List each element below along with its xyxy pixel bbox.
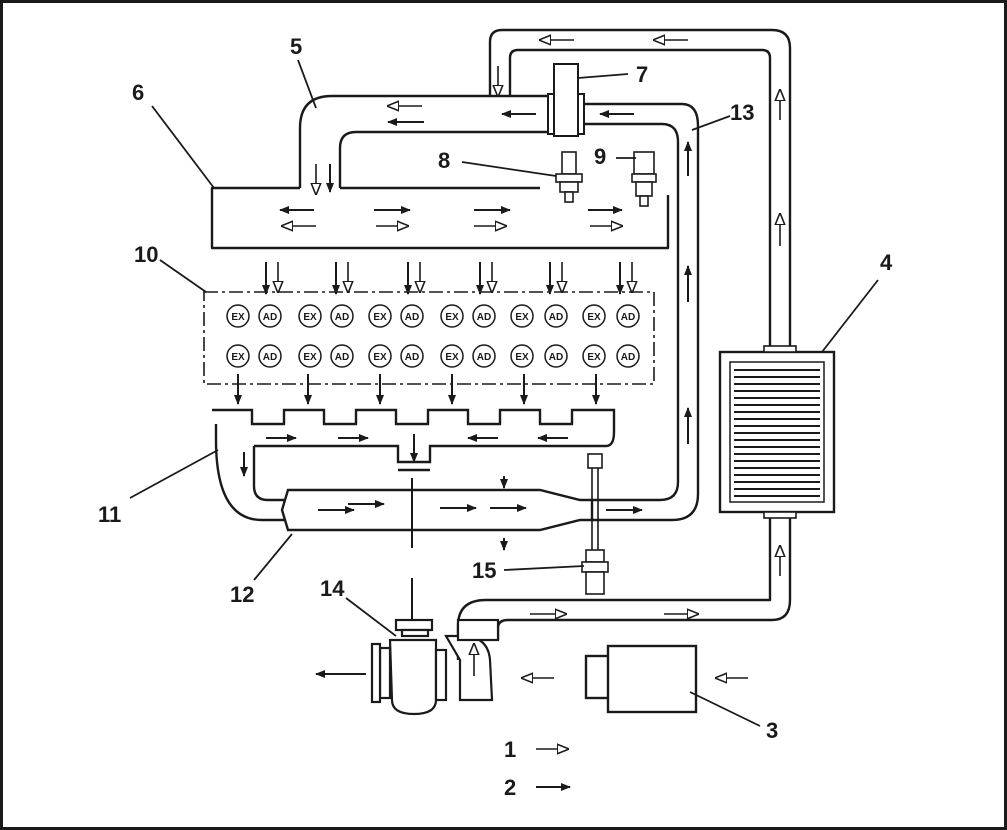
valve-label-ex: EX [515,312,529,323]
charge-air-cooler [718,345,836,519]
valve-label-ex: EX [231,352,245,363]
upper-duct-outer [298,28,792,348]
callout-3: 3 [766,718,778,743]
valve-label-ex: EX [515,352,529,363]
valve-label-ad: AD [549,312,563,323]
valves: EX AD EX AD EX AD EX AD EX AD EX AD EX A… [226,304,640,368]
callout-11: 11 [98,502,121,527]
valve-label-ex: EX [373,352,387,363]
egr-loop-outer [214,439,288,522]
callouts: 1 2 3 4 5 6 7 8 9 10 11 12 13 14 15 [98,34,893,800]
egr-valve [547,63,585,137]
callout-8: 8 [438,148,450,173]
callout-13: 13 [730,100,754,125]
callout-15: 15 [472,558,496,583]
intake-manifold [210,186,670,250]
valve-label-ad: AD [477,352,491,363]
valve-label-ex: EX [445,352,459,363]
turbocharger [370,618,500,716]
sensor-9 [631,151,657,207]
valve-label-ex: EX [373,312,387,323]
exhaust-arrows [234,110,692,678]
callout-10: 10 [134,242,158,267]
leader-lines [129,59,879,727]
duct-13-inner [584,122,680,502]
sensor-15 [581,453,609,595]
fresh-air-arrows [278,40,780,678]
valve-label-ad: AD [549,352,563,363]
valve-label-ad: AD [335,352,349,363]
upper-duct-inner-b [508,48,772,348]
valve-label-ad: AD [335,312,349,323]
valve-label-ad: AD [621,312,635,323]
egr-cooler [280,488,594,532]
duct-13-outer [584,102,700,522]
valve-label-ex: EX [303,352,317,363]
valve-label-ex: EX [445,312,459,323]
valve-label-ad: AD [477,312,491,323]
callout-14: 14 [320,576,345,601]
legend [536,749,571,791]
valve-label-ad: AD [405,352,419,363]
cylinder-head-outline [203,291,655,385]
upper-duct-inner [338,130,548,188]
valve-label-ad: AD [263,312,277,323]
callout-2: 2 [504,775,516,800]
air-filter [584,644,698,714]
callout-1: 1 [504,737,516,762]
valve-label-ad: AD [405,312,419,323]
callout-5: 5 [290,34,302,59]
valve-label-ex: EX [303,312,317,323]
valve-label-ad: AD [263,352,277,363]
callout-7: 7 [636,62,648,87]
egr-loop-inner [252,446,288,502]
callout-4: 4 [880,250,893,275]
valve-label-ad: AD [621,352,635,363]
callout-6: 6 [132,80,144,105]
exhaust-manifold [212,408,616,472]
valve-label-ex: EX [587,312,601,323]
sensor-8 [555,151,583,203]
callout-9: 9 [594,144,606,169]
valve-label-ex: EX [231,312,245,323]
valve-label-ex: EX [587,352,601,363]
callout-12: 12 [230,582,254,607]
